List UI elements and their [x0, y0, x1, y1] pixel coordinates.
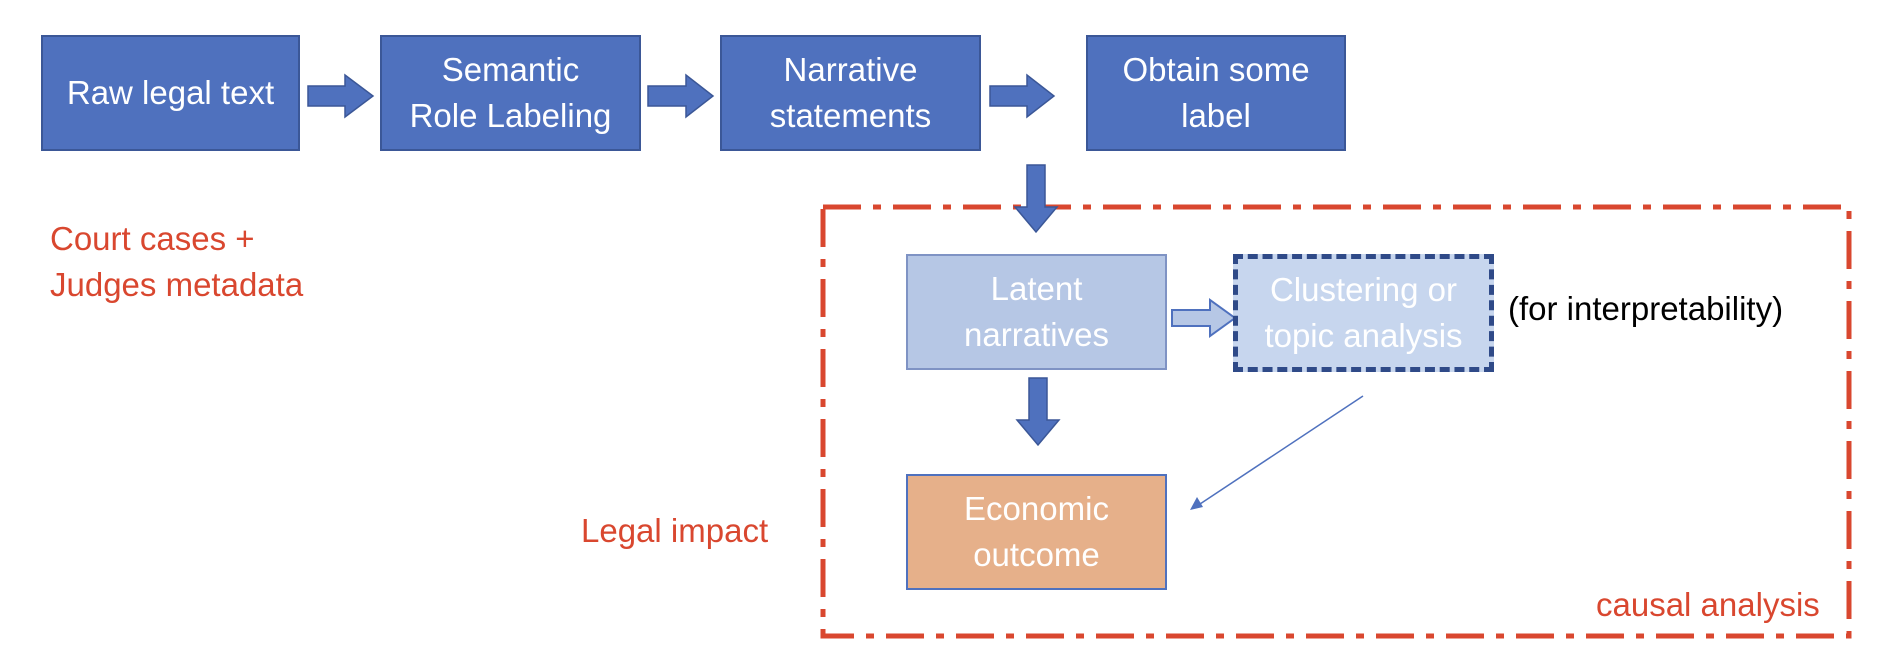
causal-analysis-annotation: causal analysis — [1596, 586, 1820, 623]
narrative-statements-box: Narrative statements — [720, 35, 981, 151]
semantic-role-labeling-label: Semantic Role Labeling — [409, 50, 612, 134]
obtain-label-box: Obtain some label — [1086, 35, 1346, 151]
clustering-label: Clustering or topic analysis — [1264, 270, 1463, 354]
arrow-clustering-to-economic-head — [1190, 497, 1203, 510]
arrow-latent-to-clustering — [1171, 298, 1237, 338]
raw-legal-text-label: Raw legal text — [66, 73, 275, 111]
raw-legal-text-box: Raw legal text — [41, 35, 300, 151]
latent-narratives-box: Latent narratives — [906, 254, 1167, 370]
arrow-narrative-to-label — [989, 73, 1056, 119]
economic-outcome-box: Economic outcome — [906, 474, 1167, 590]
latent-narratives-label: Latent narratives — [964, 269, 1109, 353]
arrow-raw-to-srl — [307, 73, 375, 119]
arrow-label-to-latent — [1013, 164, 1059, 234]
legal-impact-annotation: Legal impact — [581, 512, 769, 549]
interpretability-annotation: (for interpretability) — [1508, 290, 1784, 327]
arrow-latent-to-economic — [1015, 377, 1061, 447]
court-cases-annotation: Court cases + Judges metadata — [50, 220, 304, 304]
obtain-label-label: Obtain some label — [1122, 50, 1310, 134]
arrow-clustering-to-economic — [1199, 395, 1364, 505]
economic-outcome-label: Economic outcome — [964, 489, 1109, 573]
semantic-role-labeling-box: Semantic Role Labeling — [380, 35, 641, 151]
clustering-box: Clustering or topic analysis — [1233, 254, 1494, 372]
narrative-statements-label: Narrative statements — [769, 50, 932, 134]
causal-analysis-region — [820, 204, 1852, 639]
arrow-srl-to-narrative — [647, 73, 715, 119]
